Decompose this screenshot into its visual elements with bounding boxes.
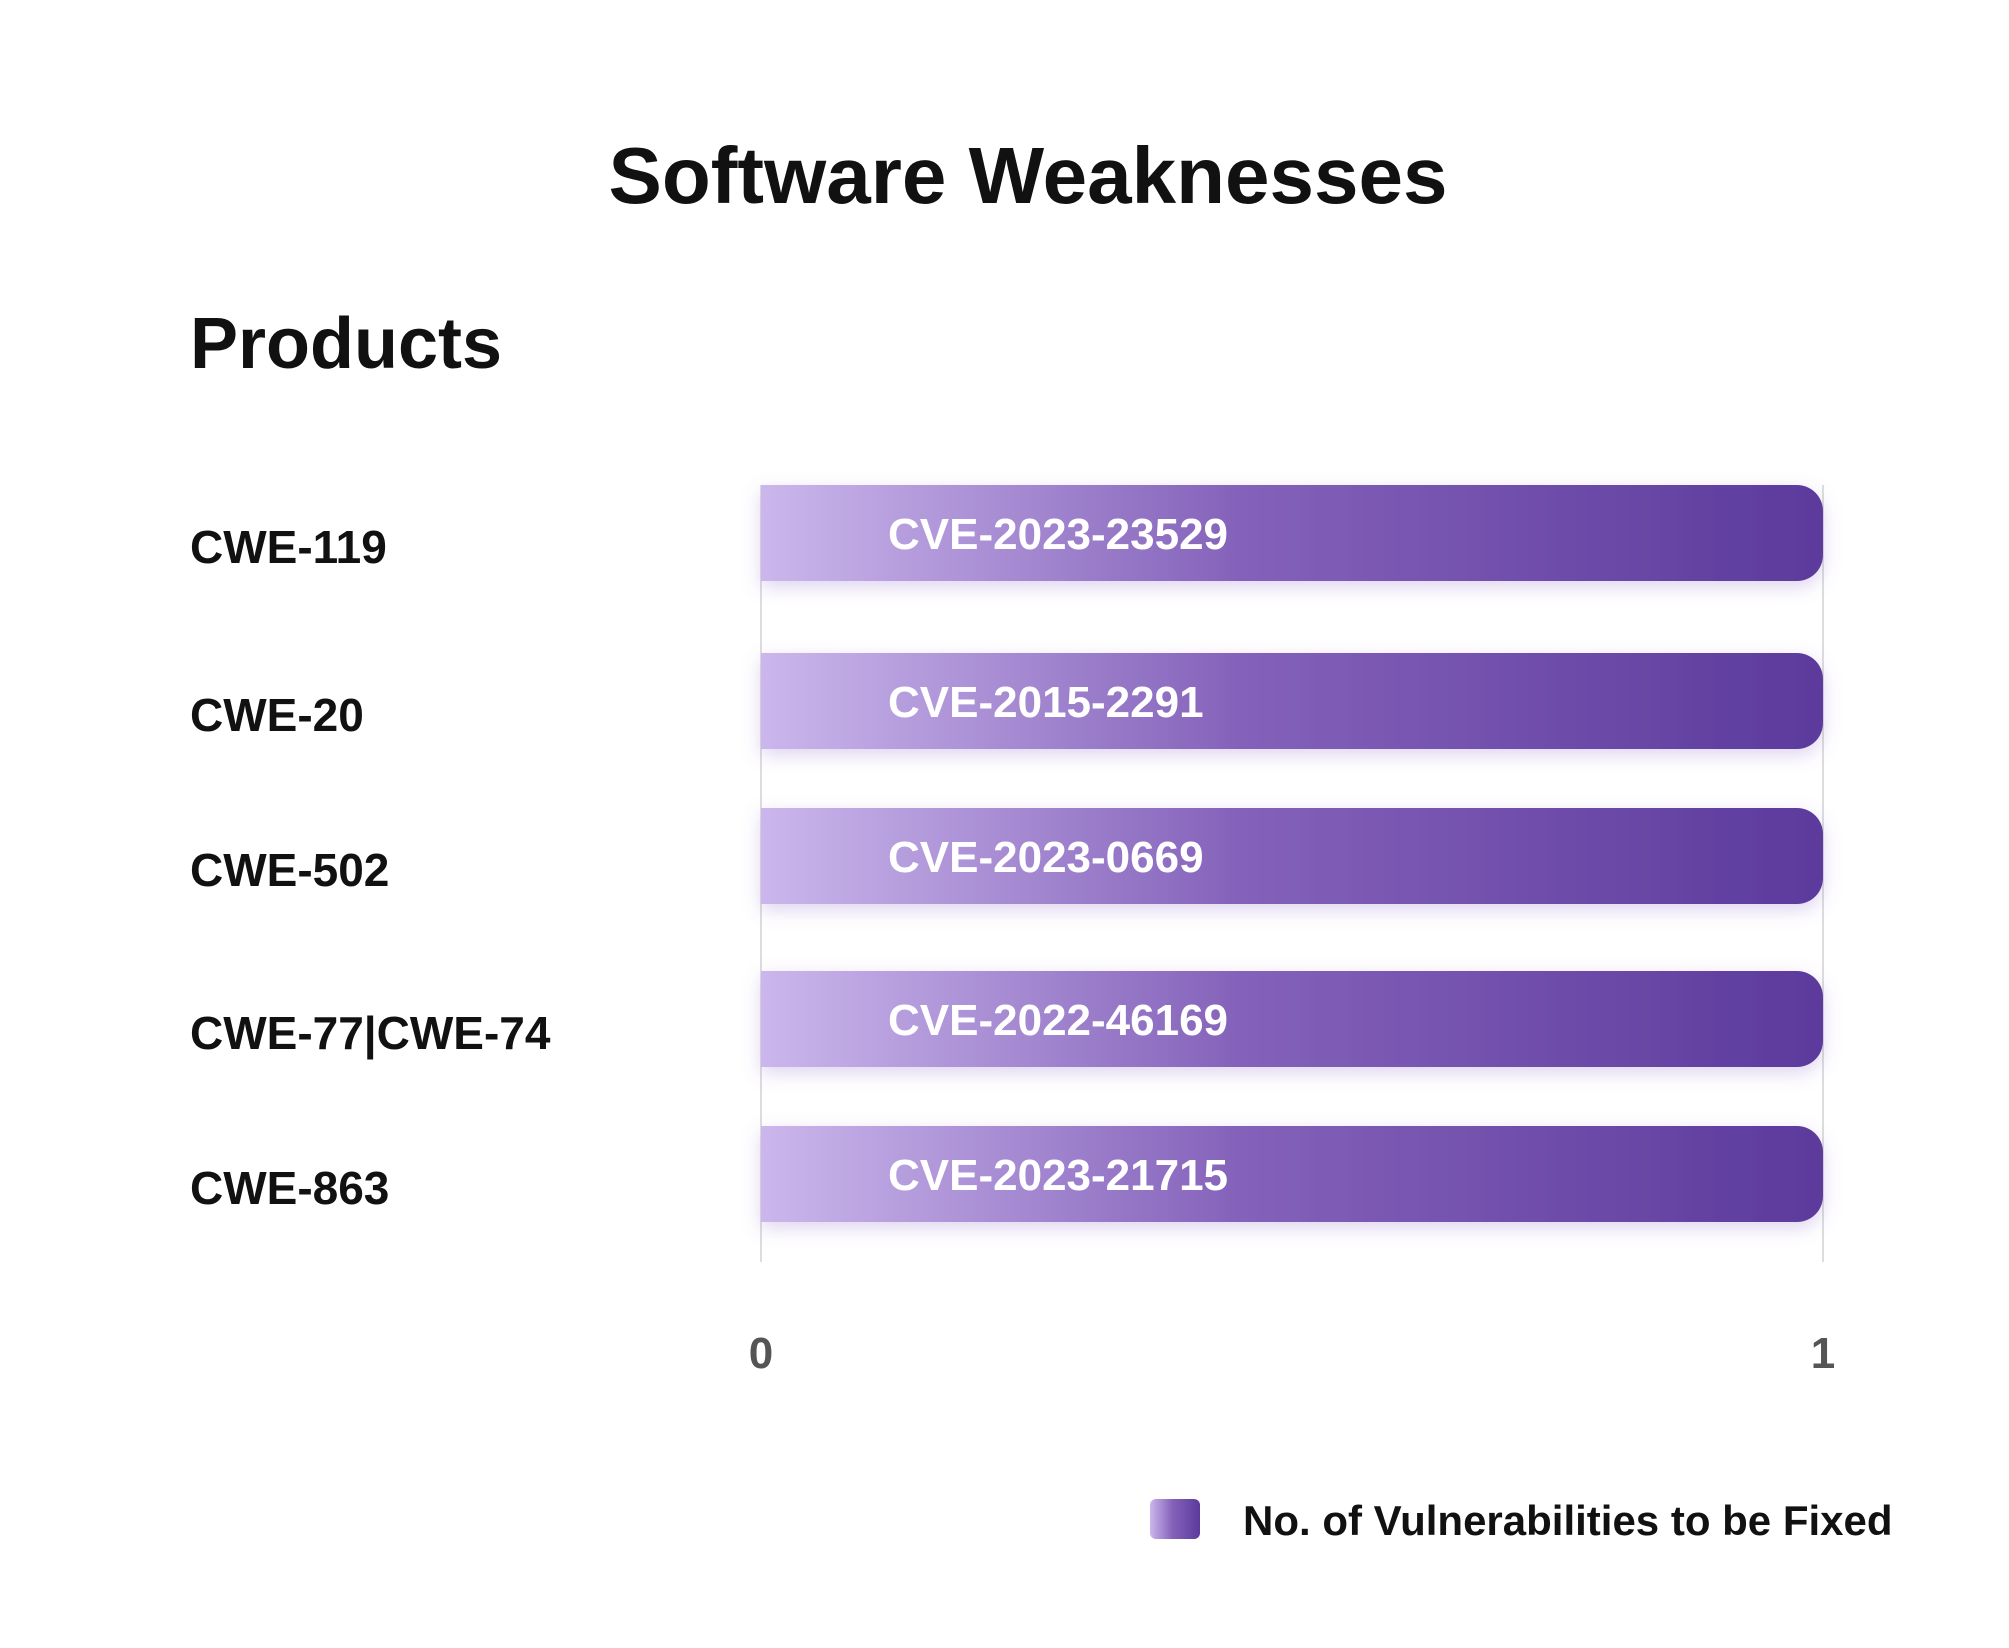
y-axis-title: Products [190, 304, 502, 384]
bars [761, 485, 1823, 1222]
bar [761, 808, 1823, 904]
bar-label: CVE-2023-0669 [888, 833, 1204, 882]
category-label: CWE-502 [190, 844, 389, 896]
bar-label: CVE-2023-23529 [888, 510, 1228, 559]
category-label: CWE-77|CWE-74 [190, 1007, 551, 1059]
bar-label: CVE-2023-21715 [888, 1151, 1228, 1200]
category-label: CWE-20 [190, 689, 364, 741]
bar [761, 653, 1823, 749]
category-label: CWE-119 [190, 521, 387, 573]
x-tick-label: 0 [749, 1329, 773, 1378]
bar [761, 1126, 1823, 1222]
bar-label: CVE-2015-2291 [888, 678, 1204, 727]
bar [761, 971, 1823, 1067]
bar-labels: CVE-2023-23529CVE-2015-2291CVE-2023-0669… [888, 510, 1228, 1200]
bar-label: CVE-2022-46169 [888, 996, 1228, 1045]
x-tick-label: 1 [1811, 1329, 1835, 1378]
legend: No. of Vulnerabilities to be Fixed [1150, 1497, 1893, 1544]
legend-swatch [1150, 1499, 1200, 1539]
bar [761, 485, 1823, 581]
legend-label: No. of Vulnerabilities to be Fixed [1243, 1497, 1893, 1544]
category-label: CWE-863 [190, 1162, 389, 1214]
chart-title: Software Weaknesses [609, 131, 1448, 220]
